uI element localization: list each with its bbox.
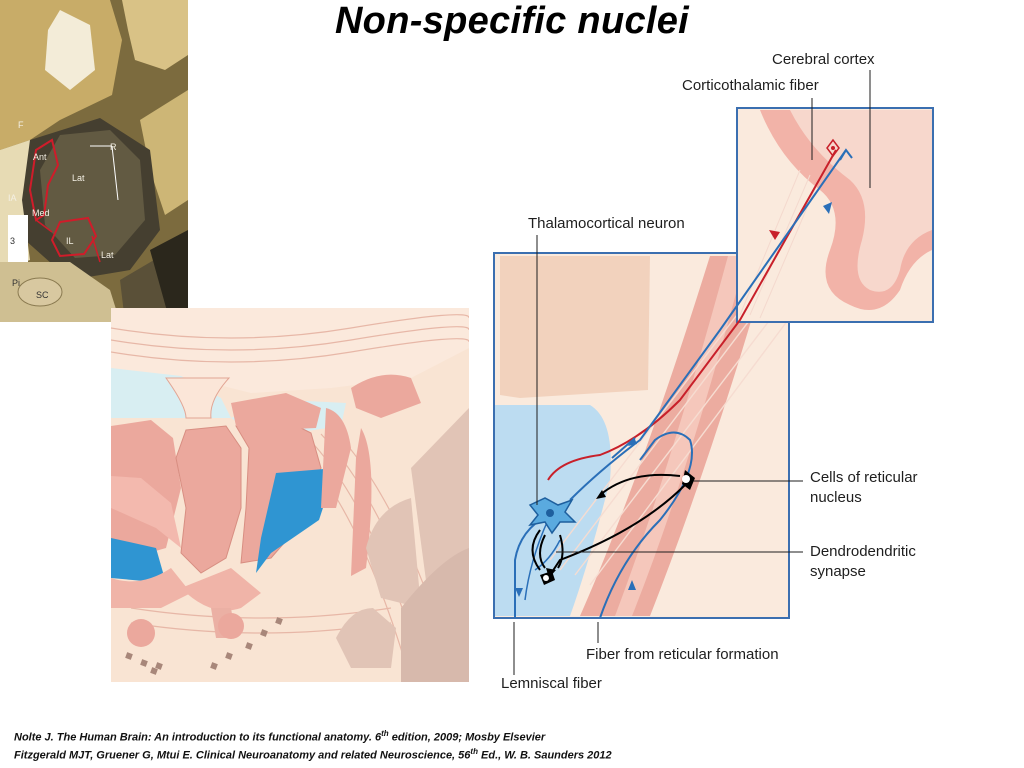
section-label-three: 3: [10, 236, 16, 246]
label-thalamocortical-neuron: Thalamocortical neuron: [528, 215, 685, 232]
section-label-med: Med: [32, 208, 50, 218]
citation-fitzgerald: Fitzgerald MJT, Gruener G, Mtui E. Clini…: [14, 747, 612, 762]
coronal-thalamus-illustration: [111, 308, 469, 682]
citation-nolte-sup: th: [381, 729, 389, 738]
citation-fitzgerald-tail: Ed., W. B. Saunders 2012: [477, 749, 612, 762]
section-label-f: F: [18, 120, 24, 130]
stained-section-drawing: [0, 0, 188, 322]
section-label-ant: Ant: [33, 152, 47, 162]
citation-nolte: Nolte J. The Human Brain: An introductio…: [14, 729, 545, 744]
citation-nolte-main: Nolte J. The Human Brain: An introductio…: [14, 731, 382, 744]
section-label-sc: SC: [36, 290, 49, 300]
label-corticothalamic-fiber: Corticothalamic fiber: [682, 77, 819, 94]
thalamocortical-axon-path: [569, 149, 847, 501]
label-dendrodendritic-synapse: Dendrodendritic synapse: [810, 542, 916, 582]
section-label-lat-upper: Lat: [72, 173, 85, 183]
citation-fitzgerald-main: Fitzgerald MJT, Gruener G, Mtui E. Clini…: [14, 749, 471, 762]
corticothalamic-fiber-path: [547, 149, 837, 481]
section-label-il: IL: [66, 236, 74, 246]
label-lemniscal-fiber: Lemniscal fiber: [501, 675, 602, 692]
label-dendrodendritic-line2: synapse: [810, 563, 866, 580]
stained-section-photo: F Ant R Lat IA Med 3 IL Lat Pi SC: [0, 0, 188, 322]
label-dendrodendritic-line1: Dendrodendritic: [810, 543, 916, 560]
reticular-nucleus-band: [580, 256, 770, 616]
section-label-r: R: [110, 142, 117, 152]
label-reticular-cells: Cells of reticular nucleus: [810, 468, 918, 508]
label-leader-lines: [513, 70, 871, 675]
label-reticular-cells-line1: Cells of reticular: [810, 469, 918, 486]
label-reticular-cells-line2: nucleus: [810, 489, 862, 506]
section-label-pi: Pi: [12, 278, 21, 288]
citation-fitzgerald-sup: th: [470, 747, 478, 756]
section-label-lat-lower: Lat: [101, 250, 114, 260]
label-cerebral-cortex: Cerebral cortex: [772, 51, 875, 68]
section-label-ia: IA: [8, 193, 17, 203]
slide-title: Non-specific nuclei: [334, 0, 690, 42]
coronal-illustration-drawing: [111, 308, 469, 682]
citation-nolte-tail: edition, 2009; Mosby Elsevier: [388, 731, 546, 744]
label-reticular-formation-fiber: Fiber from reticular formation: [586, 646, 779, 663]
striatum-region: [500, 256, 650, 398]
